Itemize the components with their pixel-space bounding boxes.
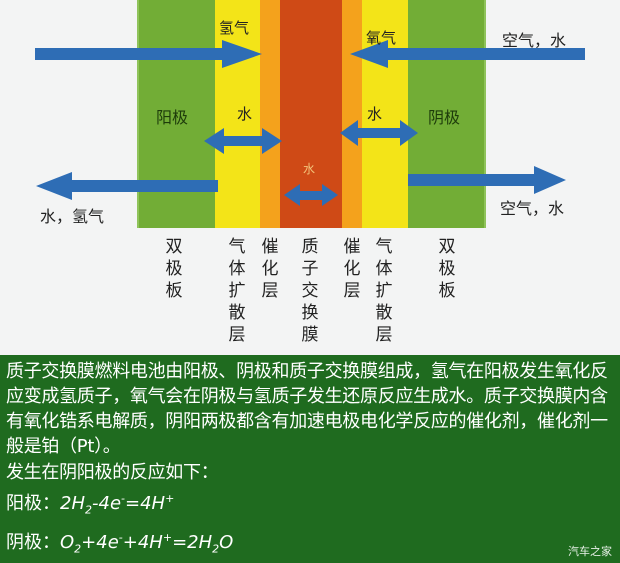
anode-equation-label: 阳极：: [6, 493, 60, 514]
oxygen-label: 氧气: [366, 29, 397, 47]
description-paragraph: 质子交换膜燃料电池由阳极、阴极和质子交换膜组成，氢气在阳极发生氧化反应变成氢质子…: [6, 361, 608, 457]
cathode-equation-label: 阴极：: [6, 531, 60, 553]
anode-gas-diffusion-layer: [215, 0, 260, 228]
cathode-bipolar-plate: [408, 0, 486, 228]
reaction-intro: 发生在阴阳极的反应如下：: [6, 462, 219, 483]
column-label: 双极板: [165, 237, 183, 301]
proton-exchange-membrane: [280, 0, 342, 228]
column-label: 气体扩散层: [228, 237, 246, 345]
anode-water-label: 水: [237, 105, 253, 123]
description-panel: 质子交换膜燃料电池由阳极、阴极和质子交换膜组成，氢气在阳极发生氧化反应变成氢质子…: [0, 355, 620, 563]
anode-catalyst-layer: [260, 0, 280, 228]
cathode-water-label: 水: [367, 105, 383, 123]
hydrogen-label: 氢气: [219, 19, 250, 37]
cathode-outlet-arrow: [408, 166, 566, 194]
column-label: 催化层: [261, 237, 279, 301]
anode-label: 阳极: [156, 108, 189, 127]
cathode-catalyst-layer: [342, 0, 362, 228]
cathode-equation: 阴极：O2+4e-+4H+=2H2O: [6, 530, 234, 556]
anode-equation: 阳极：2H2-4e-=4H+: [6, 492, 175, 517]
membrane-water-label: 水: [303, 162, 316, 176]
air-water-inlet-label: 空气，水: [502, 31, 567, 50]
flow-arrows: [35, 40, 585, 206]
membrane-water-double-arrow: [284, 184, 338, 206]
air-water-outlet-label: 空气，水: [500, 199, 565, 218]
column-label: 质子交换膜: [301, 237, 319, 345]
watermark: 汽车之家: [568, 545, 612, 558]
column-label: 催化层: [343, 237, 361, 301]
cathode-water-double-arrow: [340, 120, 418, 146]
cathode-label: 阴极: [428, 108, 461, 127]
cathode-gas-diffusion-layer: [362, 0, 408, 228]
column-label: 气体扩散层: [375, 237, 393, 345]
hydrogen-inlet-arrow: [35, 40, 262, 68]
fuel-cell-diagram: 氢气 氧气 水 水 水 阳极 阴极 空气，水 空气，水 水，氢气 双极板 气体扩…: [35, 0, 585, 345]
air-inlet-arrow: [350, 40, 585, 68]
water-hydrogen-outlet-label: 水，氢气: [40, 207, 105, 226]
column-label: 双极板: [438, 237, 456, 301]
anode-water-double-arrow: [204, 128, 282, 154]
anode-outlet-arrow: [36, 172, 218, 200]
